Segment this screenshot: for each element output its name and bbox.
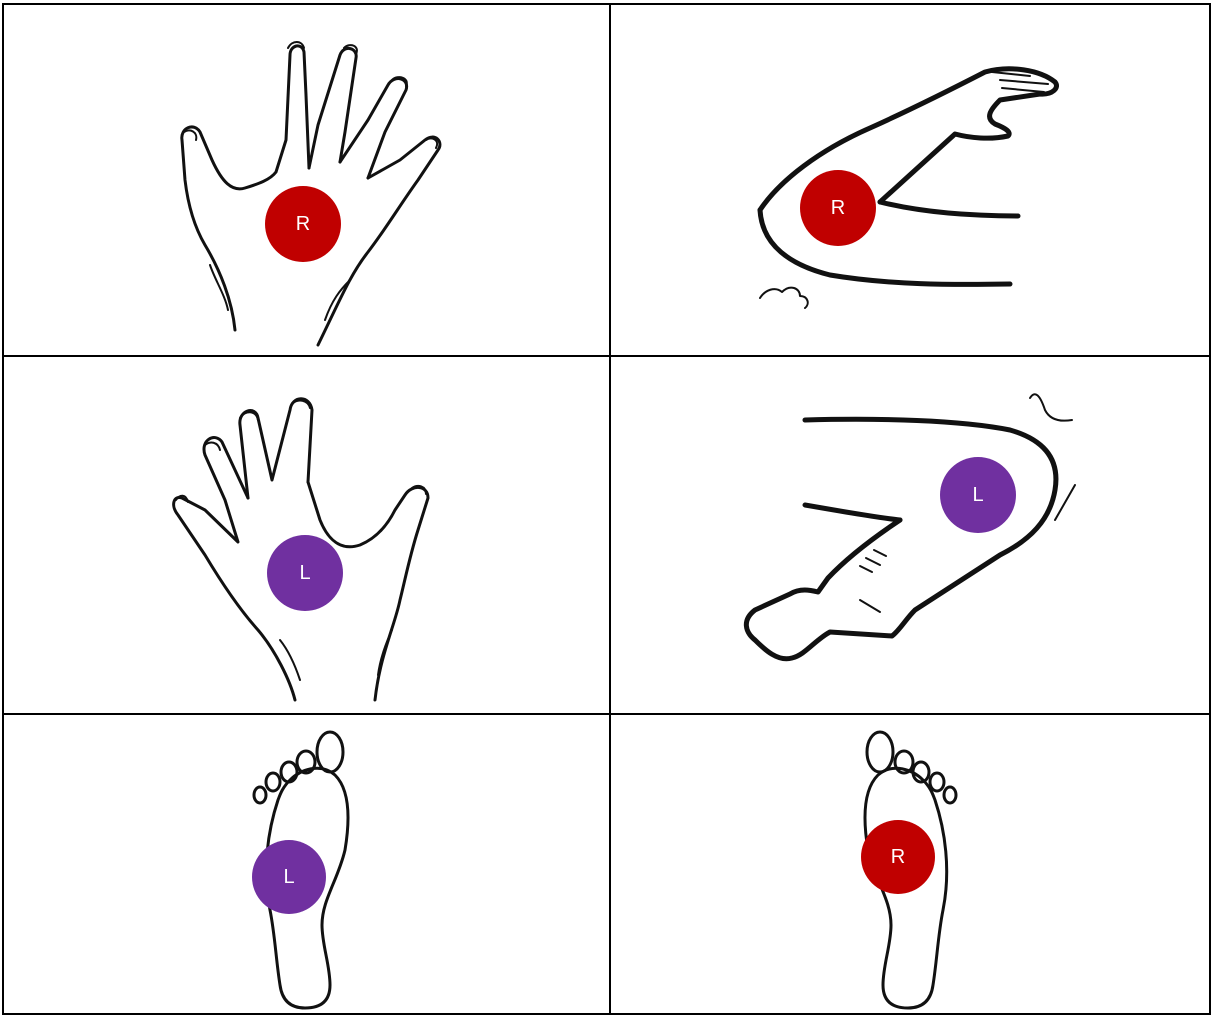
marker-arm-left-label: L (972, 484, 983, 506)
left-arm-icon (746, 394, 1075, 659)
right-arm-icon (760, 69, 1057, 308)
marker-foot-left-label: L (283, 866, 294, 888)
marker-arm-right-label: R (831, 197, 845, 219)
marker-hand-right-label: R (296, 213, 310, 235)
marker-foot-right-label: R (891, 846, 905, 868)
marker-hand-left-label: L (299, 562, 310, 584)
